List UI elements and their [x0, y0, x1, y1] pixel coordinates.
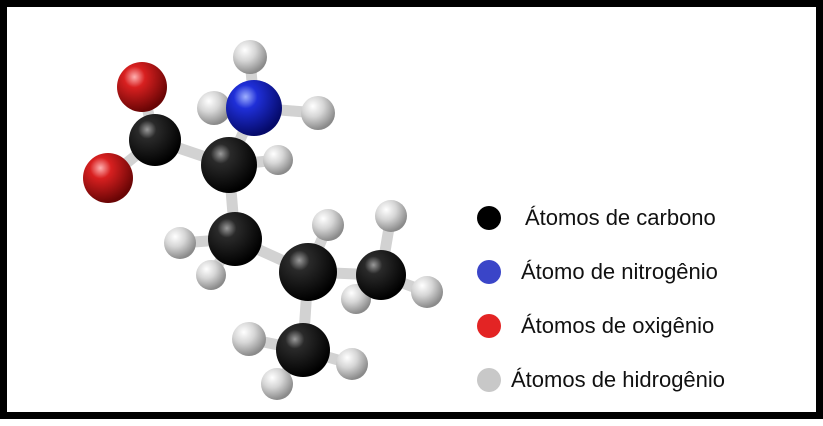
legend: Átomos de carbono Átomo de nitrogênio Át… [477, 191, 725, 407]
hydrogen-atom [232, 322, 266, 356]
hydrogen-atom [164, 227, 196, 259]
hydrogen-atom [336, 348, 368, 380]
atoms [83, 40, 443, 400]
legend-item-oxygen: Átomos de oxigênio [477, 299, 725, 353]
hydrogen-atom [301, 96, 335, 130]
legend-item-hydrogen: Átomos de hidrogênio [477, 353, 725, 407]
carbon-swatch [477, 206, 501, 230]
legend-item-carbon: Átomos de carbono [477, 191, 725, 245]
hydrogen-atom [375, 200, 407, 232]
nitrogen-swatch [477, 260, 501, 284]
hydrogen-atom [261, 368, 293, 400]
hydrogen-atom [312, 209, 344, 241]
carbon-atom [201, 137, 257, 193]
hydrogen-atom [196, 260, 226, 290]
legend-label: Átomos de hidrogênio [511, 367, 726, 392]
hydrogen-atom [411, 276, 443, 308]
hydrogen-atom [263, 145, 293, 175]
legend-label: Átomos de carbono [525, 205, 716, 230]
oxygen-atom [117, 62, 167, 112]
legend-label: Átomo de nitrogênio [521, 259, 718, 284]
legend-item-nitrogen: Átomo de nitrogênio [477, 245, 725, 299]
carbon-atom [208, 212, 262, 266]
carbon-atom [276, 323, 330, 377]
molecule-model [83, 40, 443, 400]
carbon-atom [129, 114, 181, 166]
hydrogen-atom [197, 91, 231, 125]
hydrogen-atom [233, 40, 267, 74]
carbon-atom [279, 243, 337, 301]
carbon-atom [356, 250, 406, 300]
legend-label: Átomos de oxigênio [521, 313, 715, 338]
oxygen-atom [83, 153, 133, 203]
oxygen-swatch [477, 314, 501, 338]
nitrogen-atom [226, 80, 282, 136]
hydrogen-swatch [477, 368, 501, 392]
